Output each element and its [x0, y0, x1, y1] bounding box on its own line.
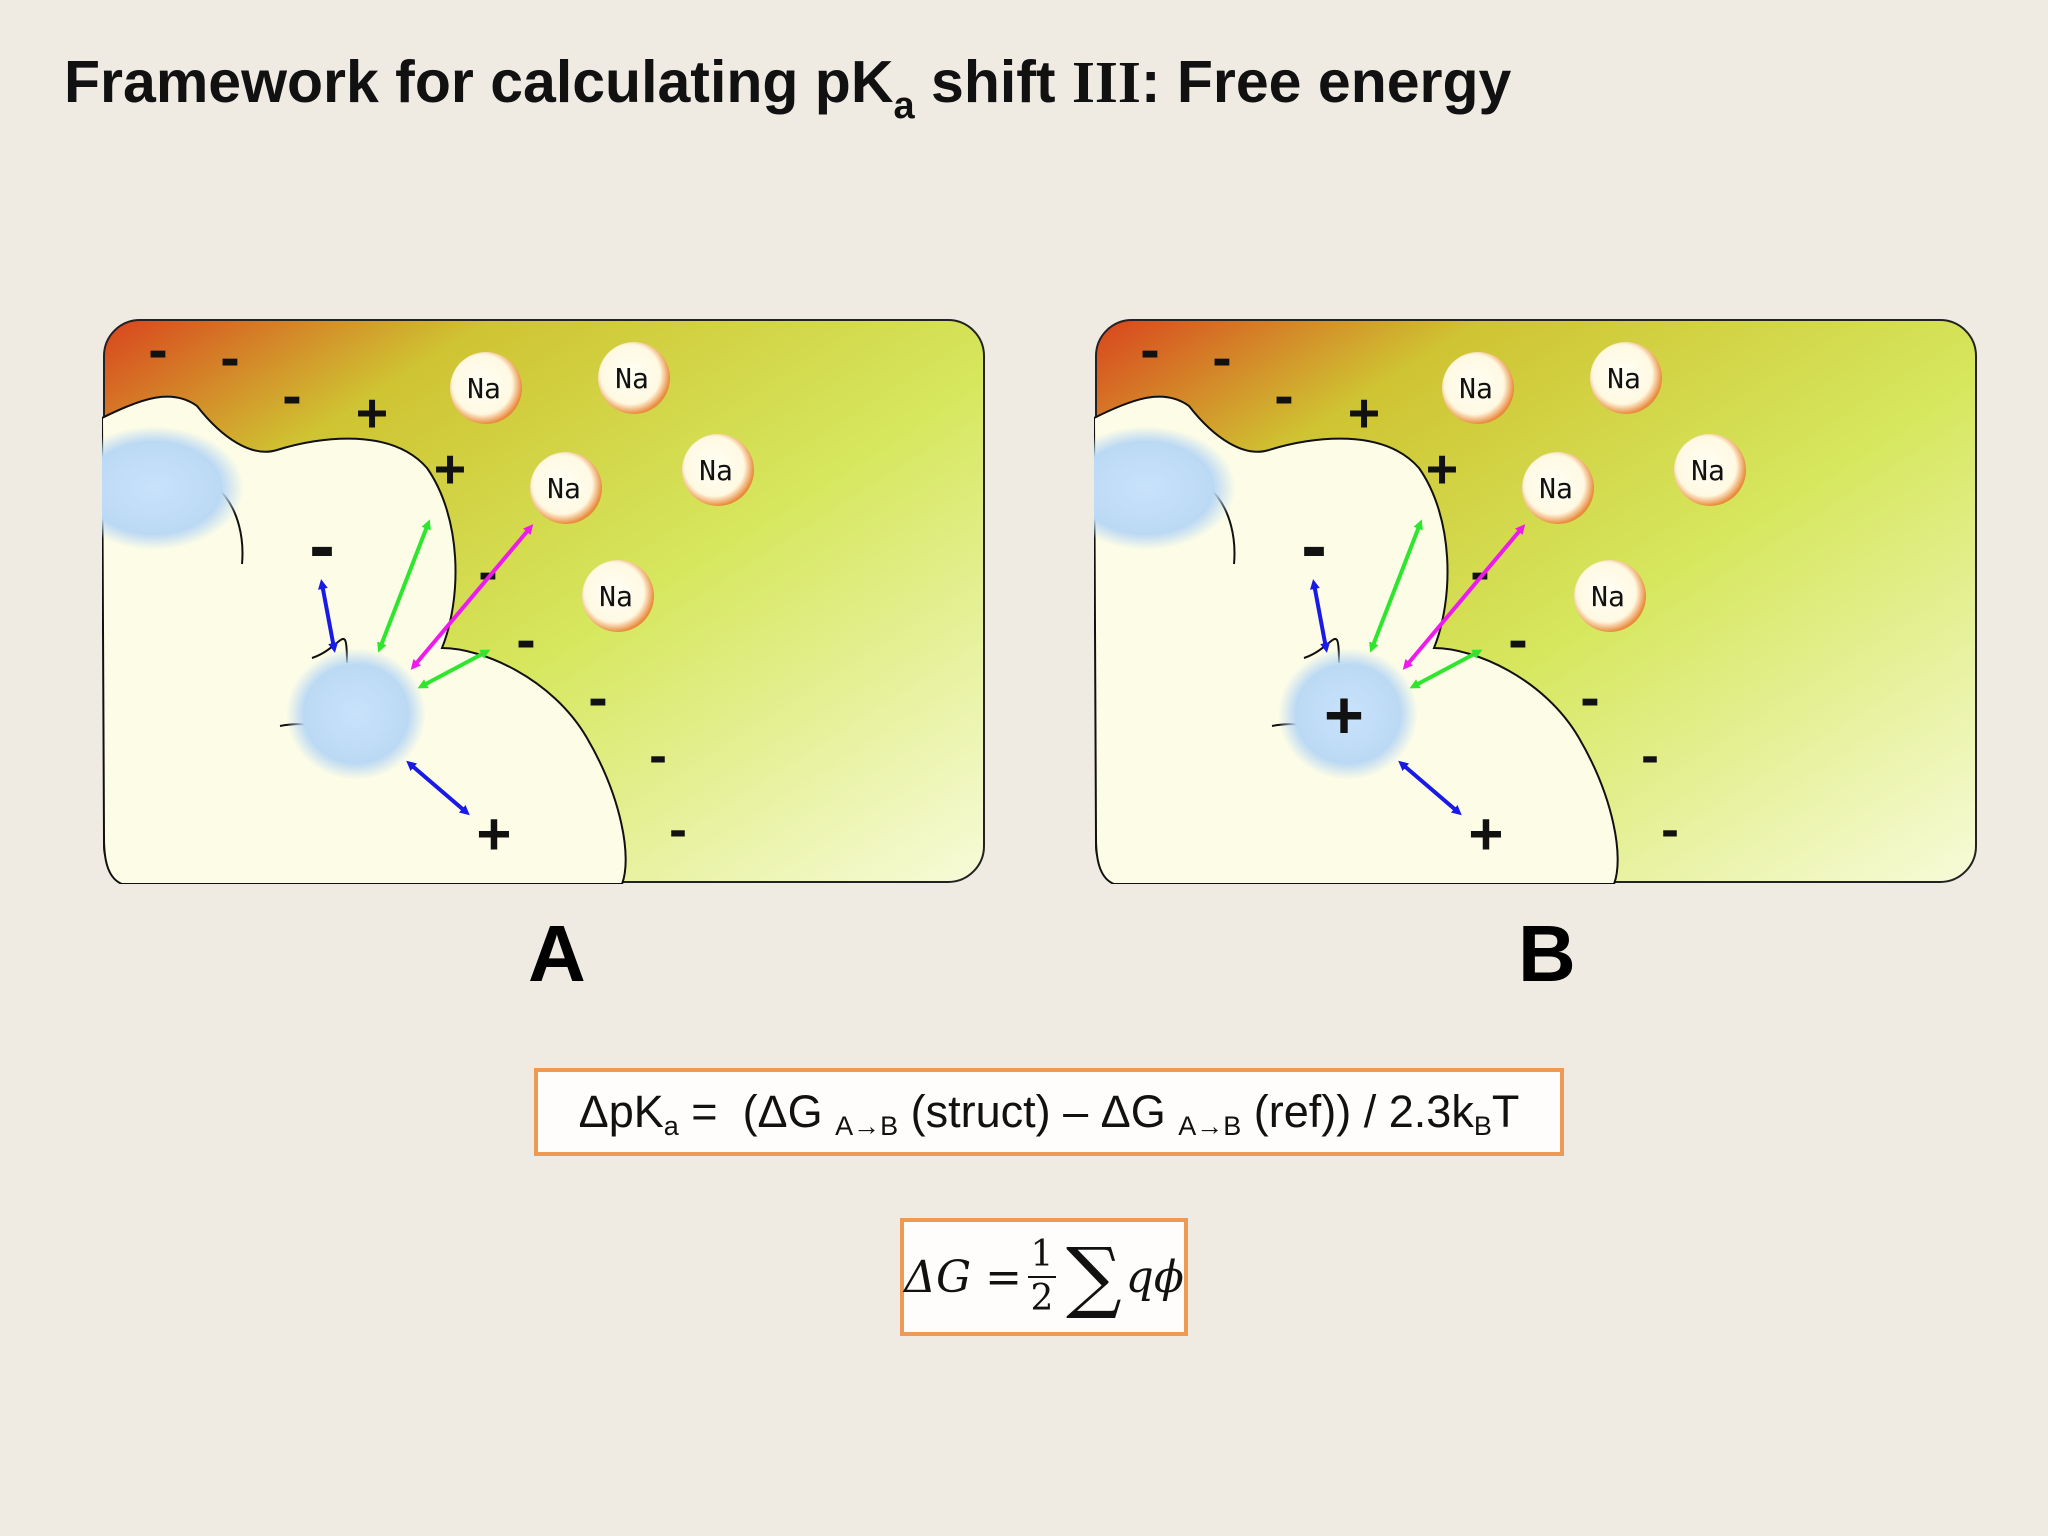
positive-charge: +: [1426, 439, 1457, 499]
sodium-ion: [1574, 560, 1646, 632]
interaction-arrows: [318, 519, 534, 816]
blue-arrow: [1398, 760, 1462, 816]
negative-charge: -: [1466, 546, 1495, 602]
interaction-arrows: [1310, 519, 1526, 816]
negative-charge: -: [1576, 672, 1605, 728]
eq1-lhs: ΔpK: [578, 1086, 664, 1137]
ion-group: Na Na Na Na Na: [1442, 342, 1746, 632]
magenta-arrow: [1402, 524, 1526, 670]
negative-charge: -: [1504, 614, 1533, 670]
sodium-ion-label: Na: [1591, 580, 1625, 613]
negative-charge: -: [1208, 332, 1237, 388]
slide-title: Framework for calculating pKa shift III:…: [64, 49, 1512, 127]
sodium-ion-label: Na: [699, 454, 733, 487]
positive-charge: +: [434, 439, 465, 499]
negative-charge: -: [1295, 512, 1334, 586]
positive-charge: +: [1348, 383, 1379, 443]
sodium-ion-label: Na: [1539, 472, 1573, 505]
sodium-ion: [1590, 342, 1662, 414]
negative-charge: -: [1657, 806, 1684, 857]
sum-symbol: ∑: [1065, 1232, 1122, 1322]
positive-charge: +: [1469, 801, 1503, 866]
sodium-ion-label: Na: [467, 372, 501, 405]
eq1-part1: = (ΔG: [678, 1086, 836, 1137]
negative-charge: -: [1136, 324, 1165, 380]
eq2-denominator: 2: [1030, 1278, 1054, 1319]
positive-charge: +: [356, 383, 387, 443]
ionizable-site: [1278, 648, 1418, 780]
charge-group: - - - + + - - - - - - +: [144, 324, 692, 866]
magenta-arrow: [410, 524, 534, 670]
blue-arrow: [1310, 579, 1330, 653]
panel-a-label: A: [528, 909, 586, 998]
panel-b-diagram: + Na Na Na Na Na - - - + + - - - - - - +: [1094, 319, 1977, 884]
sodium-ion: [682, 434, 754, 506]
eq1-sub1: A→B: [835, 1110, 899, 1141]
binding-site-upper: [1094, 426, 1236, 550]
sodium-ion: [530, 452, 602, 524]
negative-charge: -: [216, 332, 245, 388]
negative-charge: -: [1637, 732, 1664, 783]
negative-charge: -: [144, 324, 173, 380]
eq1-part3: (ref)) / 2.3k: [1241, 1086, 1474, 1137]
negative-charge: -: [303, 512, 342, 586]
negative-charge: -: [645, 732, 672, 783]
panel-a-diagram: Na Na Na Na Na - - - + + - - - - - - +: [102, 319, 985, 884]
negative-charge: -: [512, 614, 541, 670]
charge-group: - - - + + - - - - - - +: [1136, 324, 1684, 866]
eq1-part2: (struct) – ΔG: [898, 1086, 1179, 1137]
eq1-lhs-sub: a: [663, 1110, 679, 1141]
eq1-sub3: B: [1473, 1110, 1492, 1141]
eq1-part4: T: [1491, 1086, 1520, 1137]
negative-charge: -: [665, 806, 692, 857]
negative-charge: -: [474, 546, 503, 602]
eq2-equals: =: [971, 1251, 1022, 1303]
eq2-lhs: ΔG: [904, 1251, 972, 1303]
eq1-sub2: A→B: [1178, 1110, 1242, 1141]
sodium-ion: [450, 352, 522, 424]
blue-arrow: [406, 760, 470, 816]
eq2-numerator: 1: [1030, 1234, 1054, 1275]
sodium-ion-label: Na: [599, 580, 633, 613]
panel-b-label: B: [1518, 909, 1576, 998]
sodium-ion: [598, 342, 670, 414]
sodium-ion-label: Na: [547, 472, 581, 505]
center-charge: +: [1325, 678, 1364, 752]
sodium-ion: [1442, 352, 1514, 424]
fraction-bar: [1027, 1276, 1056, 1278]
negative-charge: -: [1270, 370, 1299, 426]
ion-group: Na Na Na Na Na: [450, 342, 754, 632]
blue-arrow: [318, 579, 338, 653]
negative-charge: -: [584, 672, 613, 728]
sodium-ion: [582, 560, 654, 632]
sodium-ion-label: Na: [1607, 362, 1641, 395]
sodium-ion-label: Na: [1459, 372, 1493, 405]
binding-site-upper: [102, 426, 244, 550]
sodium-ion: [1674, 434, 1746, 506]
sodium-ion-label: Na: [615, 362, 649, 395]
sodium-ion-label: Na: [1691, 454, 1725, 487]
negative-charge: -: [278, 370, 307, 426]
eq2-rhs: qϕ: [1125, 1251, 1184, 1303]
ionizable-site: [286, 648, 426, 780]
positive-charge: +: [477, 801, 511, 866]
sodium-ion: [1522, 452, 1594, 524]
